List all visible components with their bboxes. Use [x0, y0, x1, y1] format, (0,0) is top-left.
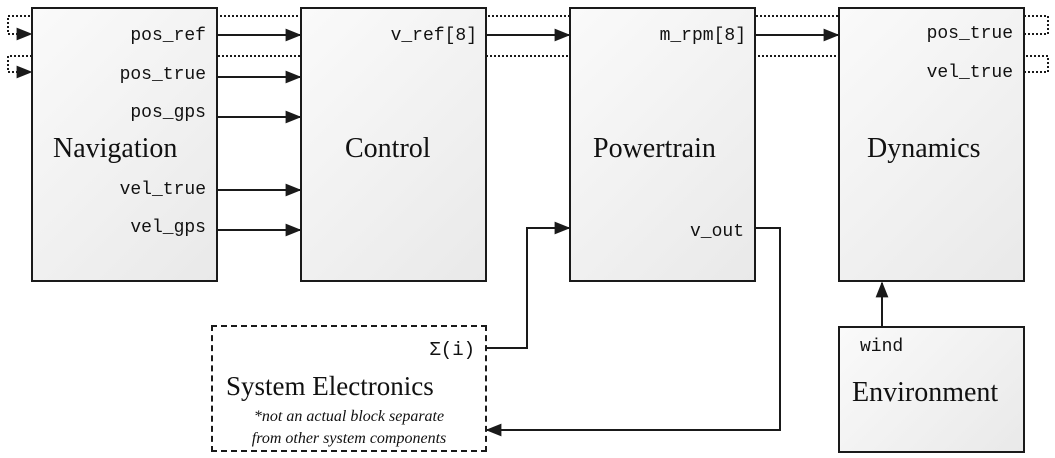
powertrain-block[interactable]: Powertrain m_rpm[8] v_out [569, 7, 756, 282]
system-electronics-block[interactable]: Σ(i) System Electronics *not an actual b… [211, 325, 487, 452]
feedback-vel-true-wire [7, 55, 1049, 79]
wire-sigma-i [487, 221, 571, 349]
system-electronics-title: System Electronics [226, 371, 434, 401]
dynamics-block[interactable]: Dynamics pos_true vel_true [838, 7, 1025, 282]
environment-title: Environment [852, 377, 999, 408]
port-wind: wind [860, 337, 904, 357]
wire-v-out [485, 227, 781, 437]
port-pos-true: pos_true [119, 65, 206, 85]
system-electronics-note-line-2: from other system components [251, 430, 447, 447]
feedback-pos-true-wire [7, 15, 1049, 41]
port-m-rpm: m_rpm[8] [659, 26, 746, 46]
port-pos-ref: pos_ref [130, 26, 206, 46]
navigation-title: Navigation [53, 133, 178, 164]
powertrain-title: Powertrain [593, 133, 716, 164]
control-title: Control [345, 133, 431, 164]
navigation-block[interactable]: Navigation pos_ref pos_true pos_gps vel_… [31, 7, 218, 282]
port-v-out: v_out [689, 222, 744, 242]
port-dynamics-vel-true: vel_true [926, 63, 1013, 83]
port-v-ref: v_ref[8] [390, 26, 477, 46]
control-block[interactable]: Control v_ref[8] [300, 7, 487, 282]
dynamics-title: Dynamics [867, 133, 981, 164]
port-vel-gps: vel_gps [130, 218, 206, 238]
port-pos-gps: pos_gps [130, 103, 206, 123]
system-electronics-note-line-1: *not an actual block separate [253, 408, 445, 425]
port-sigma-i: Σ(i) [429, 339, 475, 361]
port-dynamics-pos-true: pos_true [926, 24, 1013, 44]
environment-block[interactable]: wind Environment [838, 326, 1025, 453]
port-vel-true: vel_true [119, 180, 206, 200]
